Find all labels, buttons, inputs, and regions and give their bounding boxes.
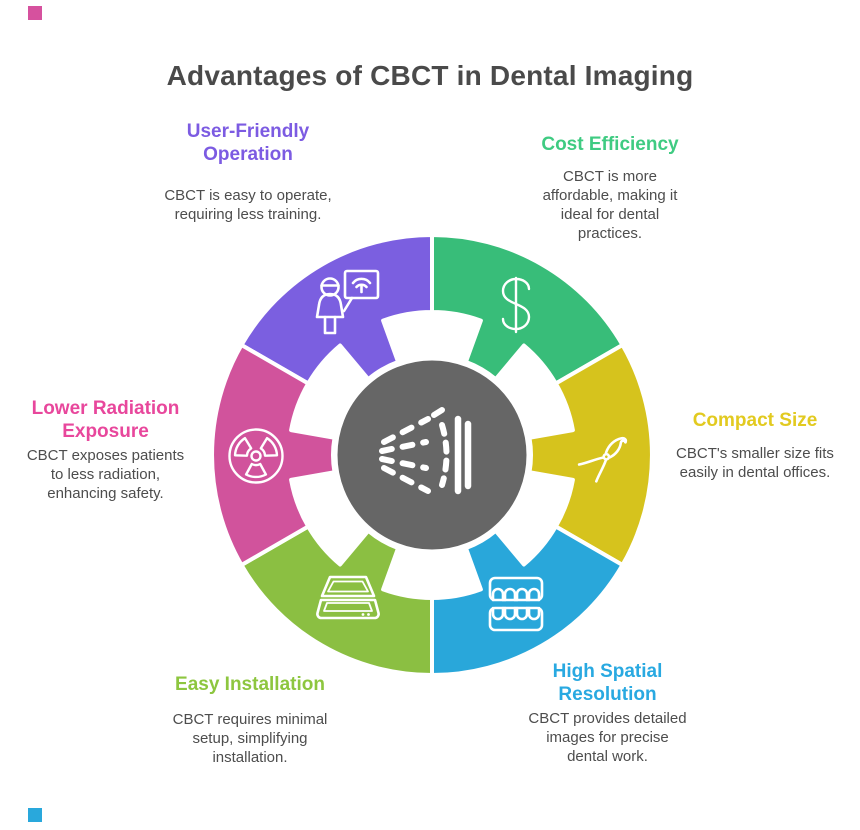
segment-heading: Cost Efficiency bbox=[541, 134, 679, 155]
segment-heading: Easy Installation bbox=[175, 674, 325, 695]
corner-accent-square-top-left bbox=[28, 6, 42, 20]
radiation-icon bbox=[228, 428, 284, 484]
segment-description: CBCT is easy to operate,requiring less t… bbox=[164, 187, 332, 223]
presenter-icon bbox=[315, 269, 380, 335]
segment-heading: Compact Size bbox=[692, 410, 818, 431]
center-hub bbox=[334, 357, 530, 553]
teeth-icon bbox=[488, 576, 544, 632]
segment-user-friendly-operation bbox=[239, 233, 434, 386]
scanner-icon bbox=[316, 575, 380, 620]
segment-cost-efficiency bbox=[430, 233, 625, 386]
dollar-icon bbox=[501, 276, 531, 334]
pliers-icon bbox=[577, 436, 628, 483]
page-title: Advantages of CBCT in Dental Imaging bbox=[166, 60, 694, 91]
cone-beam-xray-icon bbox=[379, 407, 472, 495]
corner-accent-square-bottom-left bbox=[28, 808, 42, 822]
segment-compact-size bbox=[527, 343, 654, 567]
